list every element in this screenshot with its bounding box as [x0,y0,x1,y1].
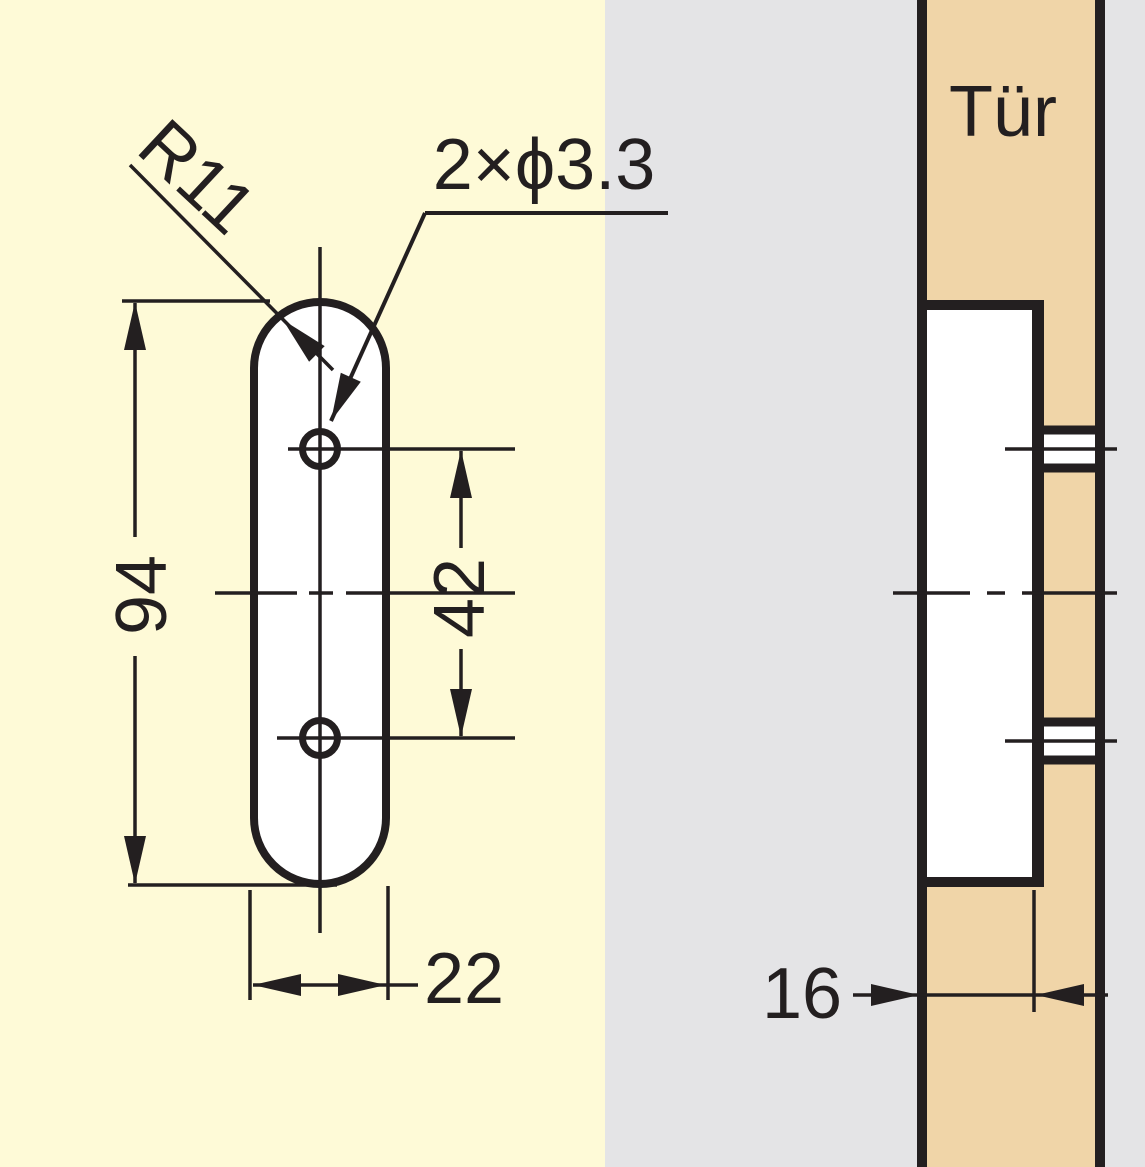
hole-spacing-dimension-label: 42 [420,557,500,639]
dimension-16 [853,890,1108,1012]
width-dimension-label: 22 [423,939,505,1019]
plate-recess [920,300,1044,887]
door-panel [893,0,1117,1167]
dimension-22 [248,886,418,1000]
hole-diameter-label: 2×ϕ3.3 [432,125,656,205]
hole-callout-leader [329,211,668,422]
radius-leader [128,163,335,372]
door-label: Tür [949,72,1057,152]
height-dimension-label: 94 [102,554,182,636]
depth-dimension-label: 16 [761,954,843,1034]
dimension-94 [122,299,337,887]
dimension-42 [450,450,472,737]
